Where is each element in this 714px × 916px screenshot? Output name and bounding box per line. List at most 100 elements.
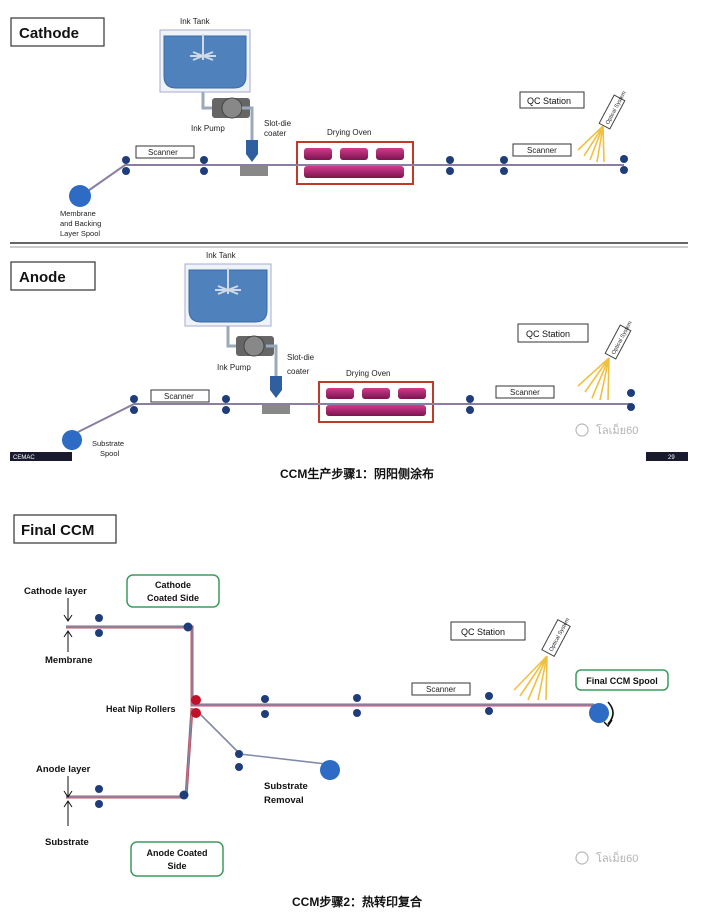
oven-heater [340,148,368,160]
anode-coated-label-2: Side [167,861,186,871]
cathode-panel: Cathode Ink Tank Ink Pump Slot-die coate… [10,17,628,238]
web-path [84,164,624,194]
heat-roller [191,695,201,705]
arrow-head [63,790,73,798]
roller [235,750,243,758]
substrate-label: Substrate [45,837,89,848]
arrow-head [63,800,73,808]
optical-beam [577,125,605,163]
rotation-arrow [607,701,614,725]
slot-die-label-1: Slot-die [287,353,315,362]
scanner-box-left [150,389,210,403]
spool-label-1: Substrate [92,439,124,448]
oven-heater [326,388,354,399]
footer-bar-right [646,452,688,461]
membrane-label: Membrane [45,655,93,666]
web-path [77,403,630,433]
ink-tank [163,35,247,89]
final-ccm-spool-label: Final CCM Spool [586,676,658,686]
roller [130,406,138,414]
scanner-box-right [512,143,572,157]
final-ccm-spool [589,703,609,723]
qc-station-label: QC Station [461,627,505,637]
roller [500,156,508,164]
roller [620,155,628,163]
mixer-blade [190,51,216,61]
qc-station-box [517,323,589,343]
optical-beam [513,655,548,701]
roller [466,406,474,414]
wechat-icon [575,851,589,865]
qc-station-box [519,91,585,109]
scanner-box-left [135,145,195,159]
ink-pump-label: Ink Pump [191,124,225,133]
membrane-spool [69,185,91,207]
slot-die-coater [270,376,282,398]
roller [122,156,130,164]
cathode-coated-label-1: Cathode [155,580,191,590]
roller [200,167,208,175]
optical-system: Optical System [541,617,571,657]
spool-label-2: and Backing [60,219,101,228]
footer-left-text: CEMAC [13,455,35,461]
arrow-head [63,630,73,638]
final-ccm-panel: Final CCM Cathode layer Membrane Cathode… [13,514,669,877]
optical-system: Optical System [604,320,634,360]
footer-right-text: 29 [668,455,675,461]
cathode-coated-label-2: Coated Side [147,593,199,603]
oven-heater [376,148,404,160]
footer-bar-left [10,452,72,461]
qc-station-label: QC Station [527,96,571,106]
final-title: Final CCM [21,522,94,539]
cathode-web-core [66,626,594,706]
substrate-spool [62,430,82,450]
wechat-icon [575,423,589,437]
roller [222,395,230,403]
roller [353,709,361,717]
ink-tank-label: Ink Tank [180,17,211,26]
ink-pump-wheel [243,335,265,357]
oven-heater [362,388,390,399]
roller [261,695,269,703]
anode-web [66,707,194,799]
roller [122,167,130,175]
rotation-arrow-head [603,719,613,728]
scanner-label: Scanner [426,685,456,694]
spool-label-2: Spool [100,449,120,458]
coater-backing-roll [262,404,290,414]
slot-die-coater [246,140,258,162]
ink-pump-label: Ink Pump [217,363,251,372]
roller [485,692,493,700]
anode-panel: Anode Ink Tank Ink Pump Slot-die coater … [10,251,688,461]
roller [627,389,635,397]
anode-coated-label-1: Anode Coated [146,848,207,858]
roller [130,395,138,403]
scanner-left-label: Scanner [164,392,194,401]
substrate-removal-web [195,709,327,765]
roller-group [122,155,628,175]
heat-roller [191,708,201,718]
coater-pipe [242,106,254,140]
substrate-removal-label-2: Removal [264,795,304,806]
roller [353,694,361,702]
oven-heater-long [304,166,404,178]
anode-title: Anode [19,269,66,286]
cathode-coated-box [126,574,220,608]
ink-tank [188,269,268,323]
roller [95,614,103,622]
roller [446,167,454,175]
scanner-right-label: Scanner [527,146,557,155]
roller [179,790,189,800]
roller [620,166,628,174]
qc-station-box [450,621,526,641]
roller [500,167,508,175]
coater-backing-roll [240,166,268,176]
slot-die-label-2: coater [287,367,310,376]
optical-system: Optical System [598,90,628,130]
roller-group [95,614,493,808]
cathode-title-box [10,17,105,47]
oven-heater [398,388,426,399]
roller [95,629,103,637]
slot-die-label-2: coater [264,129,287,138]
heat-nip-rollers [191,695,201,718]
